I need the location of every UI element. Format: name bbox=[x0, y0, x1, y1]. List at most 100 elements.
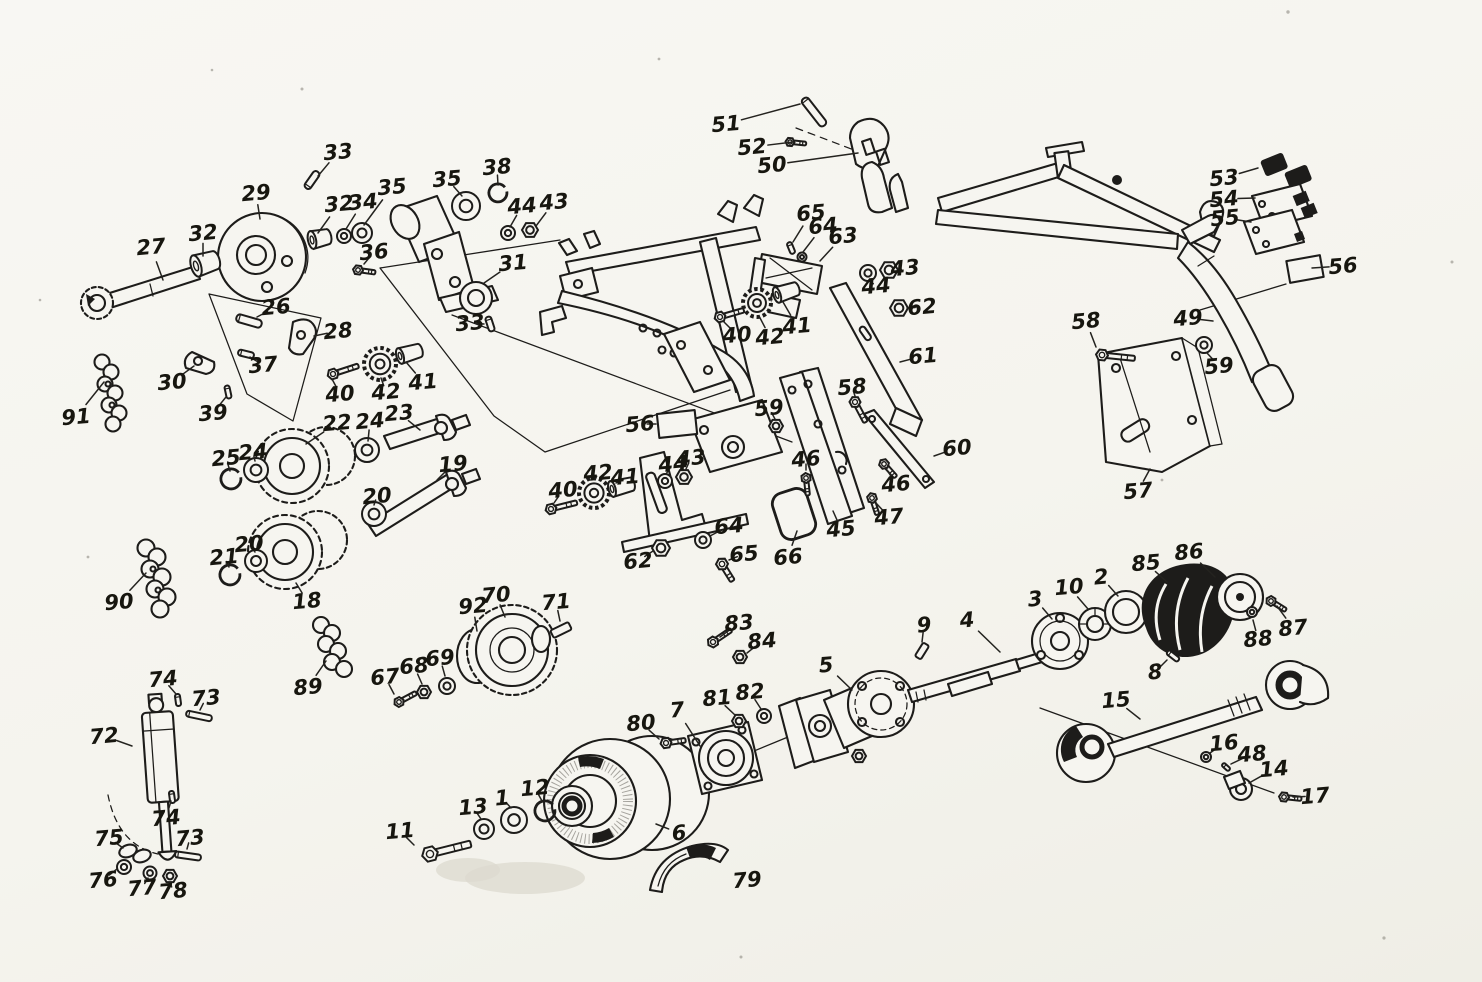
nut-43c-icon bbox=[674, 469, 694, 485]
part-label-5: 5 bbox=[818, 652, 853, 691]
part-number: 64 bbox=[807, 213, 838, 239]
pin-74b-icon bbox=[167, 790, 177, 804]
part-number: 73 bbox=[174, 825, 205, 851]
part-number: 83 bbox=[723, 610, 754, 636]
part-number: 3 bbox=[1027, 586, 1044, 611]
part-label-40: 40 bbox=[323, 378, 356, 407]
circlip-25-icon bbox=[219, 467, 243, 491]
part-label-41: 41 bbox=[608, 464, 640, 491]
part-label-79: 79 bbox=[731, 867, 762, 893]
part-label-58: 58 bbox=[836, 374, 867, 400]
part-label-73: 73 bbox=[174, 825, 205, 851]
part-number: 89 bbox=[292, 674, 323, 700]
part-number: 16 bbox=[1208, 730, 1239, 756]
gear-70 bbox=[465, 603, 559, 697]
part-label-36: 36 bbox=[358, 239, 389, 265]
part-number: 32 bbox=[323, 191, 354, 217]
part-label-34: 34 bbox=[345, 189, 379, 230]
shock-absorber-72 bbox=[140, 692, 180, 861]
part-label-57: 57 bbox=[1122, 468, 1154, 504]
part-label-65: 65 bbox=[728, 541, 760, 567]
part-label-40: 40 bbox=[546, 477, 579, 504]
part-number: 50 bbox=[756, 152, 787, 178]
part-number: 61 bbox=[907, 343, 938, 369]
part-number: 60 bbox=[941, 435, 972, 461]
part-label-46: 46 bbox=[879, 469, 912, 498]
pin-74-icon bbox=[173, 693, 183, 707]
pin-73b-icon bbox=[174, 850, 202, 862]
ring-34-icon bbox=[336, 228, 352, 244]
part-number: 39 bbox=[197, 400, 228, 426]
pad-plates-53-55 bbox=[1242, 152, 1318, 256]
part-number: 40 bbox=[720, 322, 752, 349]
part-label-45: 45 bbox=[824, 510, 857, 542]
bushing-41b-icon bbox=[771, 281, 801, 304]
part-label-59: 59 bbox=[753, 395, 784, 421]
part-label-43: 43 bbox=[535, 189, 570, 227]
part-label-10: 10 bbox=[1053, 574, 1089, 610]
washer-44-icon bbox=[500, 225, 516, 241]
chain-91 bbox=[93, 353, 128, 433]
part-label-75: 75 bbox=[93, 825, 124, 851]
part-number: 59 bbox=[1203, 353, 1234, 379]
part-number: 73 bbox=[190, 685, 221, 711]
bushing-41-icon bbox=[394, 342, 424, 365]
part-number: 15 bbox=[1100, 687, 1131, 713]
part-label-28: 28 bbox=[313, 318, 354, 344]
part-number: 17 bbox=[1299, 783, 1331, 809]
pin-39-icon bbox=[223, 384, 233, 400]
part-number: 2 bbox=[1093, 564, 1110, 589]
part-label-80: 80 bbox=[625, 710, 660, 740]
washer-13-icon bbox=[473, 818, 495, 840]
motion-arc bbox=[107, 794, 159, 855]
part-number: 87 bbox=[1277, 615, 1309, 641]
part-label-64: 64 bbox=[802, 213, 839, 253]
part-label-58: 58 bbox=[1070, 308, 1102, 348]
bolt-58-icon bbox=[848, 396, 869, 424]
bolt-11-icon bbox=[421, 839, 473, 863]
part-number: 48 bbox=[1235, 741, 1267, 768]
part-number: 4 bbox=[958, 607, 976, 632]
part-number: 14 bbox=[1258, 756, 1289, 782]
part-label-66: 66 bbox=[772, 530, 804, 570]
part-label-76: 76 bbox=[87, 867, 118, 893]
part-label-50: 50 bbox=[756, 152, 859, 178]
nut-43-icon bbox=[520, 222, 540, 238]
part-number: 37 bbox=[247, 352, 279, 378]
pin-33b-icon bbox=[484, 315, 496, 333]
part-number: 49 bbox=[1171, 305, 1203, 332]
tension-arm-31 bbox=[389, 194, 500, 316]
link-bars bbox=[620, 281, 936, 554]
part-number: 42 bbox=[581, 460, 613, 487]
part-label-22: 22 bbox=[305, 410, 353, 445]
bolt-67-icon bbox=[393, 690, 418, 709]
circlip-21-icon bbox=[218, 563, 242, 587]
part-label-43: 43 bbox=[674, 445, 706, 472]
part-number: 21 bbox=[208, 544, 239, 570]
part-number: 58 bbox=[836, 374, 867, 400]
pin-73-icon bbox=[185, 709, 213, 723]
part-label-61: 61 bbox=[899, 343, 939, 369]
part-number: 46 bbox=[879, 471, 911, 498]
part-label-43: 43 bbox=[888, 255, 920, 282]
driveline bbox=[777, 563, 1265, 770]
part-label-51: 51 bbox=[710, 103, 801, 137]
part-label-20: 20 bbox=[361, 483, 392, 509]
part-number: 53 bbox=[1208, 165, 1239, 191]
part-label-88: 88 bbox=[1242, 619, 1274, 652]
part-number: 56 bbox=[624, 411, 655, 437]
part-label-29: 29 bbox=[240, 180, 272, 220]
part-number: 65 bbox=[728, 541, 759, 567]
block-66 bbox=[770, 487, 818, 541]
part-label-24: 24 bbox=[237, 439, 268, 465]
plate-45 bbox=[778, 370, 854, 526]
part-label-32: 32 bbox=[187, 220, 219, 257]
part-label-8: 8 bbox=[1147, 659, 1168, 685]
part-label-47: 47 bbox=[872, 502, 905, 530]
part-number: 25 bbox=[210, 445, 241, 471]
frame-right bbox=[860, 140, 1295, 412]
bearing-hub-7 bbox=[686, 720, 764, 796]
nut-84-icon bbox=[731, 649, 749, 665]
part-label-9: 9 bbox=[916, 612, 932, 643]
